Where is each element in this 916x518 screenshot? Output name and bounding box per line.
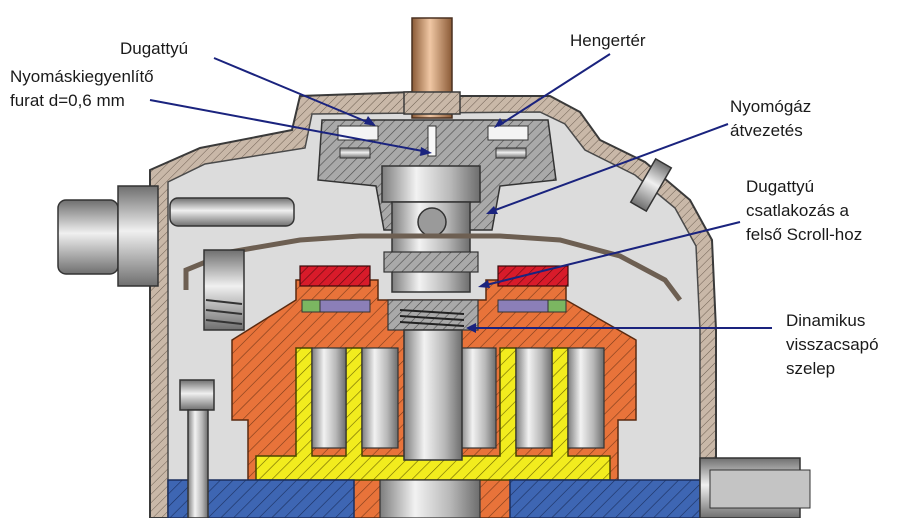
label-check-valve-line2: visszacsapó (786, 335, 879, 354)
central-shaft (403, 329, 463, 461)
piston-port (417, 207, 447, 237)
label-piston-conn-line1: Dugattyú (746, 177, 815, 196)
right-stub (629, 157, 673, 213)
arrow-cylinder (494, 118, 504, 128)
scroll-wrap-5 (567, 347, 605, 449)
lower-shaft (379, 479, 481, 518)
scroll-wrap-4 (515, 347, 553, 449)
label-discharge-line1: Nyomógáz (730, 97, 812, 116)
seal-ring-left (339, 147, 371, 159)
arrow-discharge (486, 206, 498, 214)
seal-ring-right (495, 147, 527, 159)
label-discharge-line2: átvezetés (730, 121, 803, 140)
arrow-pressure-hole (420, 147, 432, 156)
piston-ring (383, 251, 479, 273)
right-fitting-inner (709, 469, 811, 509)
left-valve (203, 249, 245, 331)
arrow-piston-conn (478, 280, 490, 288)
cylinder-space-right (487, 125, 529, 141)
left-bolt-head (179, 379, 215, 411)
leader-cylinder (497, 53, 611, 127)
pressure-hole (427, 125, 437, 157)
label-check-valve-line1: Dinamikus (786, 311, 866, 330)
label-check-valve-line3: szelep (786, 359, 836, 378)
pipe-collar (403, 91, 461, 115)
piston-body (381, 165, 481, 203)
label-piston: Dugattyú (120, 39, 189, 58)
seal-right-green (547, 299, 567, 313)
suction-tube (169, 197, 295, 227)
scroll-wrap-1 (311, 347, 347, 449)
left-bolt-shank (187, 409, 209, 518)
label-pressure-hole-line2: furat d=0,6 mm (10, 91, 125, 110)
leader-discharge (489, 123, 729, 213)
arrow-piston (364, 116, 376, 126)
label-cylinder: Hengertér (570, 31, 646, 50)
leader-pressure-hole (149, 99, 429, 153)
leader-piston (213, 57, 373, 125)
leader-arrowheads (364, 116, 504, 333)
seal-right-purple (497, 299, 549, 313)
seal-right-red (497, 265, 569, 287)
suction-fitting-ring (117, 185, 159, 287)
check-valve-body (387, 299, 479, 331)
scroll-wrap-3 (459, 347, 497, 449)
suction-fitting (57, 199, 119, 275)
leader-piston-conn (481, 221, 741, 287)
seal-left-purple (319, 299, 371, 313)
label-piston-conn-line2: csatlakozás a (746, 201, 849, 220)
leader-lines (149, 53, 772, 329)
seal-left-red (299, 265, 371, 287)
left-valve-thread (205, 299, 243, 325)
scroll-wrap-2 (361, 347, 399, 449)
label-piston-conn-line3: felső Scroll-hoz (746, 225, 863, 244)
arrow-check-valve (466, 323, 476, 333)
seal-left-green (301, 299, 321, 313)
label-pressure-hole-line1: Nyomáskiegyenlítő (10, 67, 154, 86)
check-valve-spring (399, 309, 465, 327)
